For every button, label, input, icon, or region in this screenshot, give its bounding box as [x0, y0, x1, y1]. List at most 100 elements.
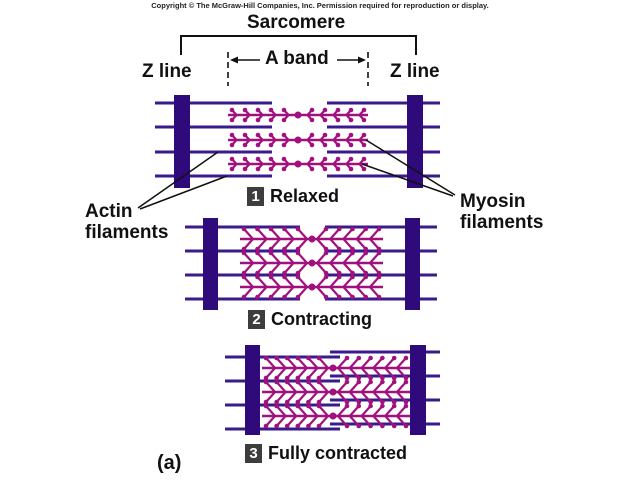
myosin-head — [263, 355, 269, 361]
myosin-head — [348, 107, 354, 113]
myosin-head — [282, 226, 287, 232]
a-band-arrowhead-right — [358, 56, 366, 64]
sarcomere-label: Sarcomere — [247, 12, 346, 33]
myosin-head — [284, 379, 290, 385]
myosin-head — [295, 246, 301, 252]
myosin-head — [335, 142, 341, 148]
myosin-head — [323, 270, 329, 276]
myosin-head — [241, 250, 247, 256]
myosin-head — [403, 423, 409, 429]
myosin-head — [281, 142, 287, 148]
myosin-head — [309, 166, 315, 172]
myosin-head — [295, 375, 301, 381]
m-line-dot — [294, 111, 302, 119]
myosin-head — [268, 156, 274, 162]
a-band-arrowhead-left — [230, 56, 238, 64]
myosin-head — [242, 132, 248, 138]
myosin-head — [268, 270, 274, 276]
myosin-head — [263, 375, 269, 381]
myosin-head — [323, 226, 329, 232]
myosin-head — [368, 375, 373, 381]
myosin-head — [363, 274, 369, 280]
myosin-head — [282, 294, 287, 300]
myosin-head — [391, 423, 397, 429]
myosin-head — [268, 250, 274, 256]
myosin-head — [316, 355, 322, 361]
myosin-head — [282, 274, 287, 280]
m-line-dot — [329, 364, 337, 372]
myosin-head — [229, 132, 235, 138]
myosin-head — [241, 294, 247, 300]
myosin-head — [322, 117, 328, 123]
myosin-head — [268, 294, 274, 300]
myosin-head — [284, 375, 290, 381]
z-disc-right — [410, 345, 426, 435]
myosin-head — [255, 274, 260, 280]
myosin-head — [281, 156, 287, 162]
panel-label: (a) — [157, 452, 182, 474]
step-number-badge: 2 — [248, 310, 265, 329]
a-band-label: A band — [265, 48, 329, 69]
step-fully-contracted: 3 Fully contracted — [245, 443, 407, 464]
myosin-head — [403, 355, 409, 361]
myosin-head — [309, 142, 315, 148]
myosin-head — [268, 107, 274, 113]
myosin-head — [376, 294, 382, 300]
copyright-notice: Copyright © The McGraw-Hill Companies, I… — [151, 1, 489, 10]
myosin-head — [336, 294, 342, 300]
myosin-head — [363, 246, 369, 252]
myosin-head — [242, 142, 248, 148]
myosin-head — [295, 355, 301, 361]
myosin-head — [274, 399, 279, 405]
myosin-head — [356, 423, 362, 429]
myosin-head — [376, 270, 382, 276]
myosin-head — [229, 156, 235, 162]
myosin-head — [361, 107, 367, 113]
myosin-head — [356, 355, 362, 361]
myosin-head — [255, 250, 260, 256]
myosin-head — [306, 375, 311, 381]
sarcomere-bracket — [180, 35, 417, 55]
myosin-head — [356, 399, 362, 405]
myosin-head — [255, 132, 261, 138]
myosin-head — [323, 246, 329, 252]
actin-label-line1: Actin — [85, 201, 133, 222]
myosin-head — [361, 156, 367, 162]
myosin-head — [229, 166, 235, 172]
myosin-head — [255, 117, 261, 123]
myosin-head — [403, 379, 409, 385]
myosin-head — [316, 403, 322, 409]
myosin-label-line2: filaments — [460, 212, 544, 233]
z-disc-right — [405, 218, 420, 310]
myosin-head — [391, 379, 397, 385]
myosin-head — [255, 226, 260, 232]
m-line-dot — [308, 235, 316, 243]
myosin-head — [336, 274, 342, 280]
myosin-head — [284, 355, 290, 361]
myosin-head — [368, 423, 373, 429]
myosin-head — [268, 132, 274, 138]
myosin-head — [363, 250, 369, 256]
myosin-head — [350, 246, 355, 252]
actin-label-line2: filaments — [85, 222, 169, 243]
myosin-head — [376, 246, 382, 252]
myosin-head — [391, 403, 397, 409]
myosin-head — [403, 375, 409, 381]
step-label: Contracting — [271, 309, 372, 329]
myosin-head — [268, 274, 274, 280]
myosin-head — [344, 399, 350, 405]
myosin-head — [344, 355, 350, 361]
myosin-head — [344, 375, 350, 381]
m-line-dot — [294, 136, 302, 144]
myosin-head — [391, 355, 397, 361]
myosin-head — [361, 117, 367, 123]
myosin-head — [263, 423, 269, 429]
m-line-dot — [308, 259, 316, 267]
myosin-head — [274, 403, 279, 409]
myosin-head — [284, 423, 290, 429]
myosin-head — [263, 399, 269, 405]
myosin-head — [309, 117, 315, 123]
myosin-head — [336, 246, 342, 252]
myosin-head — [281, 117, 287, 123]
